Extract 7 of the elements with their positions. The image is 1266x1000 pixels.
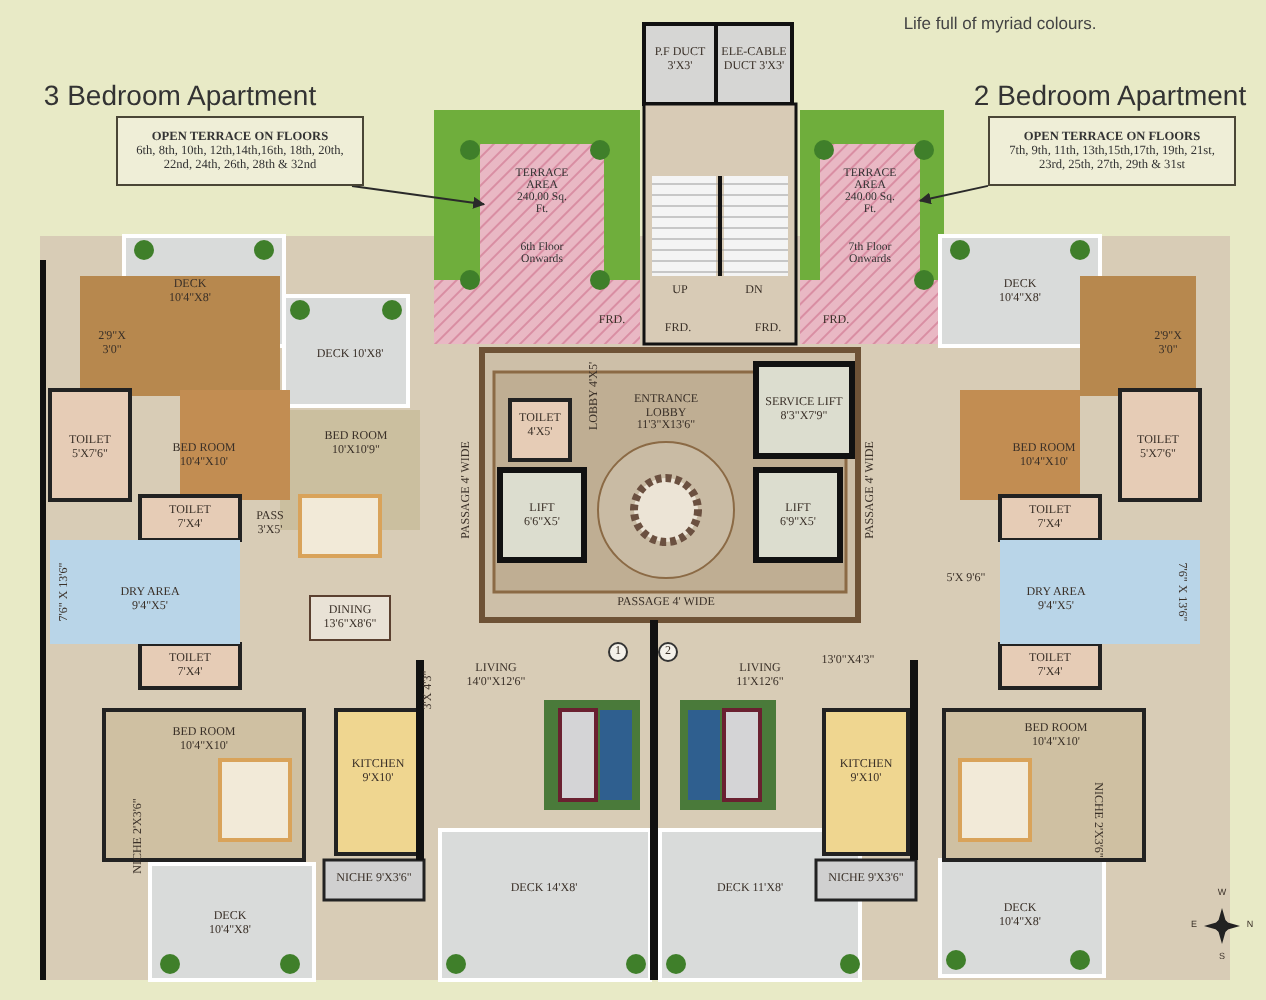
section-heading: 3 Bedroom Apartment	[41, 80, 319, 112]
callout-box	[116, 116, 364, 186]
leader-arrow	[351, 185, 486, 209]
section-heading: 2 Bedroom Apartment	[971, 80, 1249, 112]
leader-arrow	[918, 184, 989, 205]
callout-box	[988, 116, 1236, 186]
tagline-text: Life full of myriad colours.	[901, 14, 1099, 34]
